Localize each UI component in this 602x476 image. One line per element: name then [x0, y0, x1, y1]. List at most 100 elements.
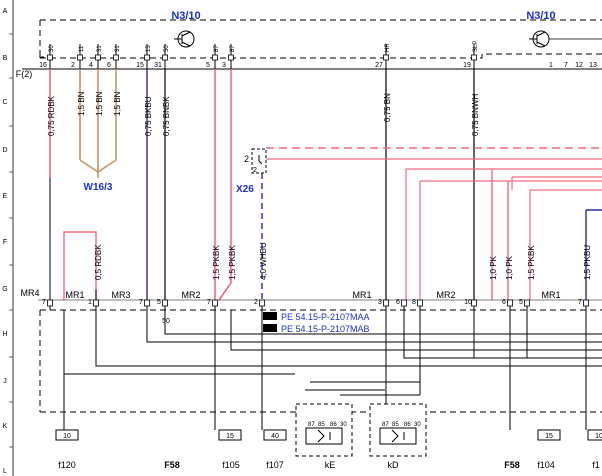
- fuse-rating: 15: [545, 433, 553, 440]
- relay-pin: 86: [404, 422, 411, 428]
- component-label: f120: [58, 460, 76, 470]
- pin-number: 12: [575, 62, 583, 69]
- reference-block: PE 54.15-P-2107MAA PE 54.15-P-2107MAB: [263, 312, 370, 334]
- row-letter: H: [2, 331, 7, 338]
- pin-number: 2: [71, 62, 75, 69]
- fuse-rating: 15: [226, 433, 234, 440]
- wire-label: 1,5 PKBU: [583, 245, 592, 280]
- relay-pin: 85: [392, 422, 399, 428]
- mr-connectors: MR4 MR1 MR3 MR2 MR1 MR2 MR1: [20, 288, 602, 301]
- component-label: f1: [592, 460, 600, 470]
- x26-pin-outer: 2: [244, 154, 249, 164]
- wire-label: 0,5 RDBK: [94, 244, 103, 280]
- row-letter: A: [3, 8, 8, 15]
- reference-link[interactable]: PE 54.15-P-2107MAA: [281, 312, 370, 322]
- pin-number: 31: [97, 45, 103, 52]
- row-letter: E: [3, 193, 8, 200]
- pin-number: 50: [164, 45, 170, 52]
- n3-10-left-label: N3/10: [171, 10, 200, 22]
- wire-label: 1,5 PKBK: [527, 245, 536, 280]
- pin-number: 8: [412, 299, 416, 306]
- w16-3-label: W16/3: [84, 182, 113, 193]
- pin-number: 1: [549, 62, 553, 69]
- pin-number: SLP: [473, 41, 479, 52]
- pin-number: 87: [214, 45, 220, 52]
- wire-label: 1,0 PK: [489, 255, 498, 280]
- connector-label: MR4: [20, 288, 39, 298]
- pin-number: 5: [157, 299, 161, 306]
- relay-pin: 87: [308, 422, 315, 428]
- wire-label: 1,5 PKBK: [228, 245, 237, 280]
- pin-number: 13: [589, 62, 597, 69]
- pin-number: 19: [463, 62, 471, 69]
- pin-number: 15: [146, 45, 152, 52]
- pin-number: 5: [206, 62, 210, 69]
- fuse-rating: 10: [63, 433, 71, 440]
- wire-label: 0,75 BNWH: [471, 94, 480, 136]
- wire-label: 0,75 BNBK: [162, 96, 171, 136]
- pin-number: 6: [502, 299, 506, 306]
- pin-number: 3: [378, 299, 382, 306]
- x26-label: X26: [236, 184, 254, 195]
- wire-label: 1,0 PK: [505, 255, 514, 280]
- fuse: 40: [263, 429, 287, 441]
- connector-label: MR2: [181, 290, 200, 300]
- connector-label: MR1: [541, 290, 560, 300]
- component-label: F58: [164, 460, 180, 470]
- pin-number: 7: [564, 62, 568, 69]
- row-letter: K: [3, 423, 8, 430]
- pin-number: 7: [578, 299, 582, 306]
- wire-label: 0,75 BKBU: [144, 96, 153, 136]
- component-label: kE: [325, 460, 336, 470]
- lower-wire-labels: 0,5 RDBK 1,5 PKBK 1,5 PKBK 4,0 WHBU 1,0 …: [94, 242, 592, 280]
- connector-label: MR3: [111, 290, 130, 300]
- wire-label: 1,5 BN: [77, 91, 86, 116]
- wire-label: 0,75 RDBK: [47, 95, 56, 136]
- right-wires: [405, 168, 602, 300]
- lower-wires: [63, 231, 97, 300]
- pin-number: 27: [375, 62, 383, 69]
- pin-number: 3: [222, 62, 226, 69]
- n3-10-right-label: N3/10: [526, 10, 555, 22]
- fuse: 15: [218, 429, 242, 441]
- fuse-rating: 10: [595, 433, 602, 440]
- upper-wires: [49, 69, 475, 301]
- row-letter: F: [3, 239, 7, 246]
- row-letter: D: [2, 147, 7, 154]
- x26-pin-inner: 2: [253, 167, 257, 174]
- fuses: 10 15 40 15 10: [55, 429, 602, 441]
- wire-label: 4,0 WHBU: [259, 242, 268, 280]
- row-letter: G: [2, 286, 7, 293]
- wire-label: 1,5 BN: [113, 91, 122, 116]
- relay-pin: 30: [414, 422, 421, 428]
- transistor-icon: [529, 30, 602, 48]
- fuse-rating: 40: [271, 433, 279, 440]
- pin-number: 4: [89, 62, 93, 69]
- component-label: kD: [388, 460, 400, 470]
- component-label: f107: [266, 460, 284, 470]
- f2-label: F(2): [16, 69, 33, 79]
- pin-number: 7: [139, 299, 143, 306]
- pin-number: 87: [230, 45, 236, 52]
- wire-label: 1,5 PKBK: [212, 245, 221, 280]
- component-label: F58: [504, 460, 520, 470]
- pin-number: 30: [49, 45, 55, 52]
- fuse: 15: [537, 429, 561, 441]
- relay-pin: 30: [340, 422, 347, 428]
- pin-number: 10: [464, 299, 472, 306]
- pin-number: 15: [136, 62, 144, 69]
- pin-number: 1: [88, 299, 92, 306]
- wire-label: 0,75 BN: [383, 93, 392, 122]
- pin-number: HR: [385, 43, 391, 52]
- reference-link[interactable]: PE 54.15-P-2107MAB: [281, 324, 370, 334]
- pin-number: 6: [396, 299, 400, 306]
- relay-pin: 87: [382, 422, 389, 428]
- component-label: f104: [537, 460, 555, 470]
- row-letter: L: [3, 468, 7, 475]
- pin-number: 7: [207, 299, 211, 306]
- pin-number: 2: [254, 299, 258, 306]
